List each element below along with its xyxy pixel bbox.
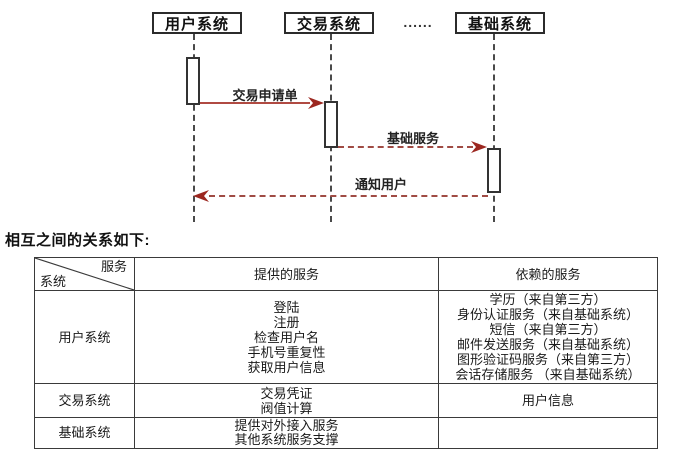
actor-label-base-system: 基础系统: [467, 15, 532, 33]
sequence-diagram: 用户系统 交易系统 ...... 基础系统 交易申请单 基础服务 通知用户: [152, 12, 545, 222]
lifeline-base-system: [493, 34, 495, 222]
diagonal-divider: [35, 258, 134, 290]
activation-bar-transaction: [324, 101, 338, 148]
cell-provided-services: 登陆注册检查用户名手机号重复性获取用户信息: [134, 290, 439, 384]
message-line-notify-user: [209, 195, 488, 197]
message-line-base-service: [338, 146, 473, 148]
cell-system-name: 基础系统: [34, 417, 135, 449]
lifeline-user-system: [193, 34, 195, 222]
cell-system-name: 用户系统: [34, 290, 135, 384]
actor-label-transaction-system: 交易系统: [296, 15, 361, 33]
cell-depended-services: 学历（来自第三方）身份认证服务（来自基础系统）短信（来自第三方）邮件发送服务（来…: [438, 290, 658, 384]
cell-depended-services: 用户信息: [438, 383, 658, 418]
cell-depended-services: [438, 417, 658, 449]
activation-bar-user: [186, 57, 200, 105]
message-label-notify-user: 通知用户: [354, 177, 407, 192]
activation-bar-base: [487, 148, 501, 193]
table-row-user-system: 用户系统 登陆注册检查用户名手机号重复性获取用户信息 学历（来自第三方）身份认证…: [34, 290, 658, 384]
actor-box-transaction-system: 交易系统: [284, 12, 374, 34]
cell-provided-services: 交易凭证阀值计算: [134, 383, 439, 418]
message-label-base-service: 基础服务: [386, 131, 439, 146]
table-row-transaction-system: 交易系统 交易凭证阀值计算 用户信息: [34, 383, 658, 418]
relations-table: 服务 系统 提供的服务 依赖的服务 用户系统 登陆注册检查用户名手机号重复性获取…: [34, 257, 658, 449]
arrowhead-right-icon: [308, 97, 324, 109]
arrowhead-right-icon: [471, 141, 487, 153]
caption-relations: 相互之间的关系如下:: [5, 232, 150, 249]
header-provided-services: 提供的服务: [134, 257, 439, 291]
header-depended-services: 依赖的服务: [438, 257, 658, 291]
header-corner-service: 服务: [100, 259, 127, 274]
cell-system-name: 交易系统: [34, 383, 135, 418]
actor-label-user-system: 用户系统: [164, 15, 229, 33]
header-corner-system: 系统: [40, 274, 67, 289]
header-corner-cell: 服务 系统: [34, 257, 135, 291]
message-label-transaction-request: 交易申请单: [232, 88, 298, 103]
more-systems-ellipsis: ......: [403, 14, 433, 30]
actor-box-user-system: 用户系统: [152, 12, 242, 34]
table-row-base-system: 基础系统 提供对外接入服务其他系统服务支撑: [34, 417, 658, 449]
table-header-row: 服务 系统 提供的服务 依赖的服务: [34, 257, 658, 291]
arrowhead-left-icon: [193, 190, 209, 202]
actor-box-base-system: 基础系统: [455, 12, 545, 34]
cell-provided-services: 提供对外接入服务其他系统服务支撑: [134, 417, 439, 449]
message-line-transaction-request: [200, 102, 310, 104]
